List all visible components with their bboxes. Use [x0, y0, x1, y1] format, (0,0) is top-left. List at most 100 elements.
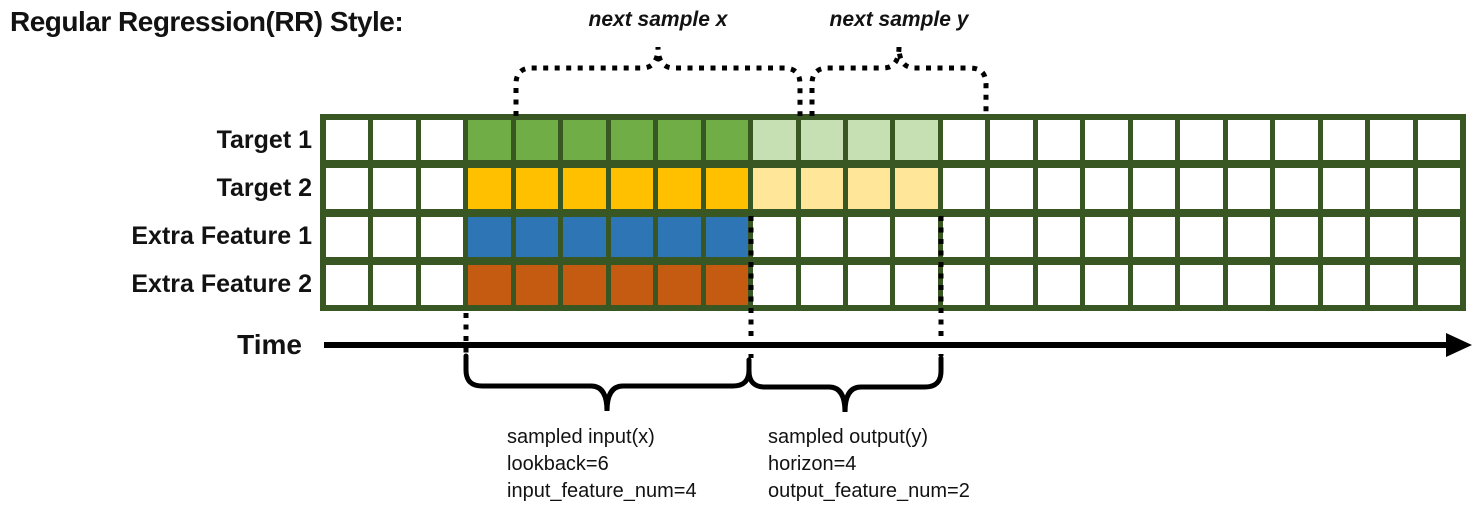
grid-cell — [610, 120, 654, 161]
grid-cell — [800, 120, 844, 161]
diagram-title: Regular Regression(RR) Style: — [10, 6, 404, 37]
row-label-target-2: Target 2 — [216, 174, 312, 202]
grid-cell — [1275, 216, 1318, 257]
sampled-output-title: sampled output(y) — [768, 426, 929, 448]
grid-cell — [1037, 120, 1081, 161]
grid-cell — [942, 216, 986, 257]
grid-cell — [1370, 216, 1413, 257]
sampled-input-annotation: sampled input(x) lookback=6 input_featur… — [507, 424, 697, 505]
grid-cell — [373, 120, 416, 161]
grid-cell — [326, 120, 369, 161]
grid-cell — [1322, 168, 1366, 209]
grid-cell — [990, 120, 1033, 161]
grid-cell — [1180, 216, 1223, 257]
sampled-input-title: sampled input(x) — [507, 426, 655, 448]
grid-cell — [1322, 264, 1366, 305]
next-sample-x-label: next sample x — [588, 8, 728, 31]
grid-cell — [1180, 264, 1223, 305]
grid-cell — [848, 168, 891, 209]
grid-cell — [1037, 216, 1081, 257]
grid-cell — [1085, 120, 1128, 161]
grid-cell — [610, 216, 654, 257]
grid-cell — [515, 168, 559, 209]
grid-cell — [1132, 216, 1176, 257]
grid-cell — [753, 120, 796, 161]
grid-cell — [373, 168, 416, 209]
lookback-value: lookback=6 — [507, 453, 609, 475]
grid-cell — [1275, 120, 1318, 161]
grid-cell — [753, 168, 796, 209]
grid-cell — [658, 216, 701, 257]
grid-cell — [468, 264, 511, 305]
grid-cell — [1370, 120, 1413, 161]
grid-cell — [420, 168, 464, 209]
grid-cell — [1132, 264, 1176, 305]
next-sample-x-brace — [513, 46, 803, 116]
grid-cell — [800, 216, 844, 257]
grid-cell — [468, 120, 511, 161]
next-sample-y-brace — [809, 46, 989, 116]
grid-cell — [895, 264, 938, 305]
grid-cell — [658, 120, 701, 161]
grid-cell — [1370, 168, 1413, 209]
grid-cell — [1180, 120, 1223, 161]
grid-cell — [610, 168, 654, 209]
grid-cell — [1037, 168, 1081, 209]
grid-cell — [563, 216, 606, 257]
grid-cell — [468, 168, 511, 209]
horizon-value: horizon=4 — [768, 453, 857, 475]
grid-cell — [848, 264, 891, 305]
grid-cell — [705, 264, 749, 305]
grid-cell — [800, 168, 844, 209]
grid-cell — [1322, 216, 1366, 257]
input-feature-num-value: input_feature_num=4 — [507, 480, 697, 502]
row-label-extra-feature-1: Extra Feature 1 — [131, 222, 312, 250]
grid-cell — [563, 264, 606, 305]
row-label-target-1: Target 1 — [216, 126, 312, 154]
grid-cell — [800, 264, 844, 305]
next-sample-y-label: next sample y — [829, 8, 969, 31]
grid-cell — [942, 264, 986, 305]
grid-cell — [1322, 120, 1366, 161]
grid-cell — [1370, 264, 1413, 305]
grid-cell — [990, 264, 1033, 305]
time-arrowhead-icon — [1446, 333, 1472, 357]
grid-cell — [1085, 216, 1128, 257]
grid-cell — [1085, 168, 1128, 209]
grid-cell — [326, 168, 369, 209]
grid-cell — [1085, 264, 1128, 305]
grid-cell — [848, 216, 891, 257]
grid-cell — [658, 264, 701, 305]
grid-cell — [1275, 168, 1318, 209]
grid-cell — [515, 120, 559, 161]
grid-cell — [705, 216, 749, 257]
grid-cell — [468, 216, 511, 257]
grid-cell — [563, 168, 606, 209]
grid-cell — [1417, 168, 1460, 209]
grid-cell — [705, 120, 749, 161]
grid-cell — [1037, 264, 1081, 305]
grid-cell — [990, 216, 1033, 257]
grid-cell — [1227, 216, 1271, 257]
grid-cell — [942, 120, 986, 161]
grid-cell — [658, 168, 701, 209]
grid-cell — [326, 264, 369, 305]
grid-cell — [1417, 216, 1460, 257]
grid-cell — [1227, 120, 1271, 161]
grid-cell — [1275, 264, 1318, 305]
grid-cell — [1227, 264, 1271, 305]
grid-cell — [1417, 120, 1460, 161]
sampled-input-brace — [463, 353, 752, 412]
grid-cell — [1227, 168, 1271, 209]
sampled-output-brace — [746, 355, 944, 413]
grid-cell — [990, 168, 1033, 209]
grid-cell — [420, 264, 464, 305]
output-feature-num-value: output_feature_num=2 — [768, 480, 970, 502]
grid-cell — [1180, 168, 1223, 209]
grid-cell — [895, 216, 938, 257]
grid-cell — [1132, 120, 1176, 161]
sample-grid — [320, 114, 1466, 311]
grid-cell — [942, 168, 986, 209]
time-axis-label: Time — [237, 329, 302, 360]
